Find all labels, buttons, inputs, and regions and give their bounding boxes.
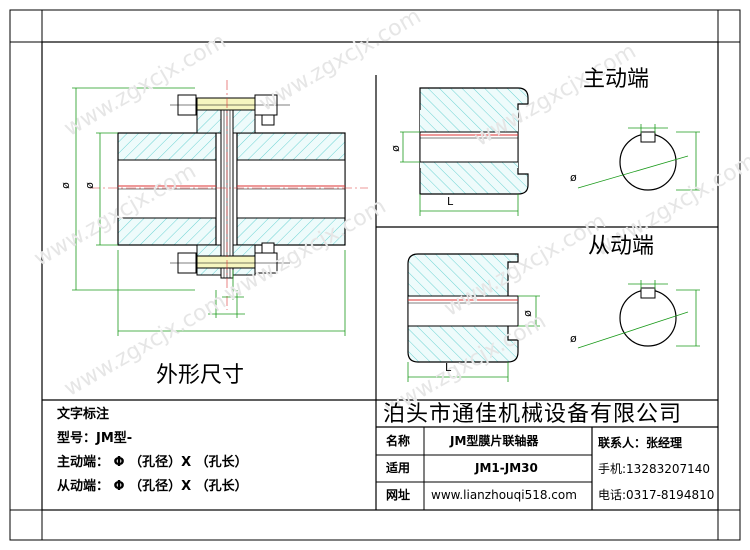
dim-driven-length: L: [445, 361, 452, 374]
dim-hub-diameter: ø: [82, 182, 96, 189]
dim-driven-keyed-bore: ø: [570, 332, 577, 345]
row-label-website: 网址: [386, 488, 411, 502]
driven-end-section-view: [407, 253, 700, 382]
company-name: 泊头市通佳机械设备有限公司: [383, 402, 683, 427]
title-block-frame: [42, 399, 718, 510]
row-label-applicable: 适用: [386, 461, 411, 475]
annotation-heading: 文字标注: [57, 407, 110, 422]
sheet-inner-frame: [41, 41, 719, 511]
dim-driven-bore: ø: [520, 310, 534, 317]
row-value-name: JM型膜片联轴器: [450, 434, 539, 448]
telephone: 电话:0317-8194810: [598, 488, 715, 502]
dim-drive-length: L: [447, 195, 454, 208]
mobile-phone: 手机:13283207140: [598, 462, 711, 476]
annotation-driven-end: 从动端： Φ （孔径）X （孔长）: [57, 479, 248, 494]
row-value-website: www.lianzhouqi518.com: [431, 488, 577, 502]
dim-drive-keyed-bore: ø: [570, 171, 577, 184]
drive-end-section-view: [400, 87, 700, 216]
outline-dimensions-title: 外形尺寸: [156, 363, 245, 388]
coupling-assembly-view: [72, 80, 368, 336]
dim-outer-diameter: ø: [58, 182, 72, 189]
row-label-name: 名称: [386, 434, 411, 448]
drive-end-title: 主动端: [583, 67, 650, 92]
contact-person: 联系人：张经理: [598, 436, 683, 450]
dim-drive-bore: ø: [388, 145, 402, 152]
driven-end-title: 从动端: [588, 234, 655, 259]
sheet-outer-border: [9, 9, 741, 541]
annotation-drive-end: 主动端： Φ （孔径）X （孔长）: [57, 455, 248, 470]
annotation-model: 型号：JM型-: [57, 431, 133, 446]
row-value-applicable: JM1-JM30: [475, 461, 538, 475]
